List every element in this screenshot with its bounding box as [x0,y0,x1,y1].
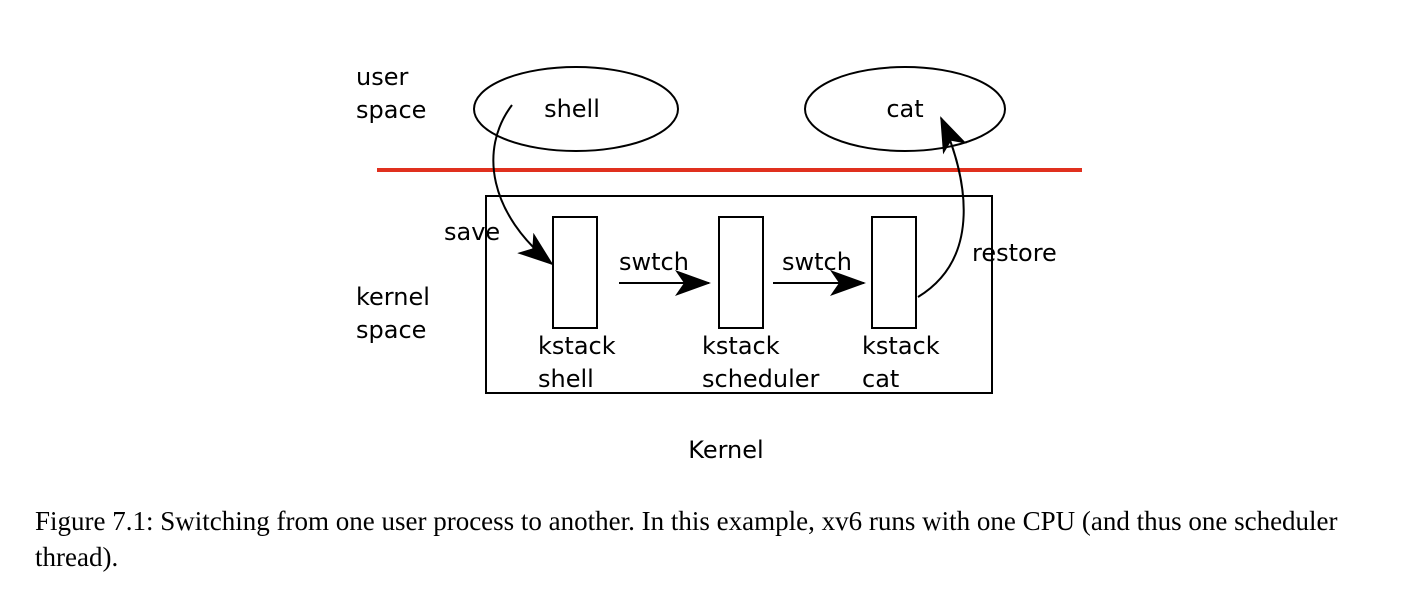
user-space-label-line1: user [356,63,408,91]
shell-process-label: shell [544,95,600,123]
figure-caption: Figure 7.1: Switching from one user proc… [35,506,1338,572]
context-switch-diagram: user space kernel space shell cat kstack… [356,63,1082,464]
kernel-box [485,195,993,394]
swtch-arrow-2-label: swtch [782,248,852,276]
cat-process-ellipse [804,66,1006,152]
swtch-arrow-1-label: swtch [619,248,689,276]
kstack-scheduler-rect [718,216,764,329]
kstack-cat-rect [871,216,917,329]
kstack-shell-label-line2: shell [538,365,594,393]
kernel-label: Kernel [688,436,763,464]
save-arrow-label: save [444,218,500,246]
user-space-label-line2: space [356,96,426,124]
kernel-space-label-line1: kernel [356,283,430,311]
kstack-cat-label-line2: cat [862,365,899,393]
restore-arrow [917,116,967,298]
kstack-shell-label-line1: kstack [538,332,616,360]
save-arrow [492,104,554,266]
kstack-shell-rect [552,216,598,329]
restore-arrow-label: restore [972,239,1057,267]
kstack-scheduler-label-line1: kstack [702,332,780,360]
kernel-space-label-line2: space [356,316,426,344]
cat-process-label: cat [886,95,923,123]
kstack-scheduler-label-line2: scheduler [702,365,820,393]
kstack-cat-label-line1: kstack [862,332,940,360]
shell-process-ellipse [473,66,679,152]
